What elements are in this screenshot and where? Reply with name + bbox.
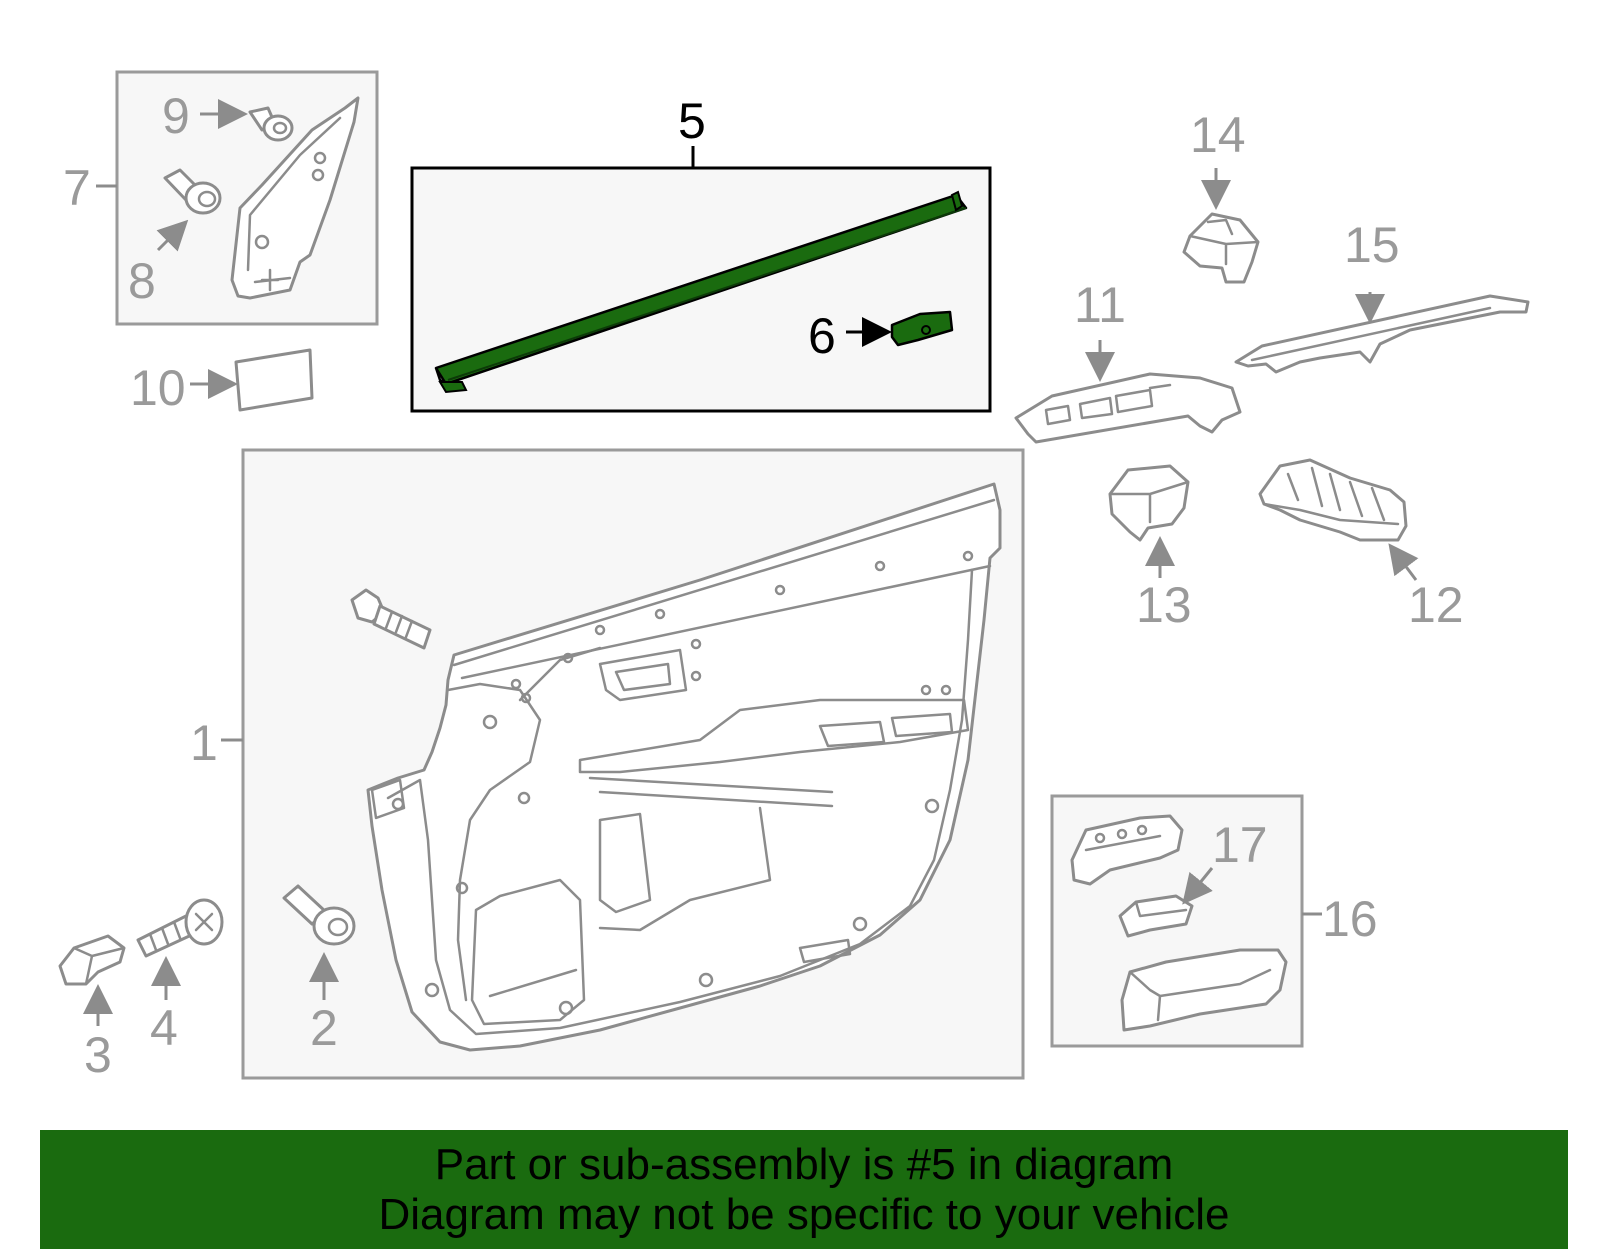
- lamp-17: [1118, 894, 1194, 938]
- clip-9: [248, 106, 294, 142]
- callout-2: 2: [310, 1000, 338, 1056]
- switch-14: [1182, 212, 1260, 284]
- callout-16: 16: [1322, 891, 1378, 947]
- banner-line-1: Part or sub-assembly is #5 in diagram: [434, 1140, 1174, 1189]
- callout-13: 13: [1136, 577, 1192, 633]
- mirror-cover-part: [230, 96, 360, 300]
- callout-12: 12: [1408, 577, 1464, 633]
- callout-4: 4: [150, 1000, 178, 1056]
- callout-11: 11: [1074, 277, 1126, 333]
- callout-7: 7: [63, 160, 91, 216]
- clip-8: [163, 168, 222, 215]
- callout-17: 17: [1212, 817, 1268, 873]
- banner-line-2: Diagram may not be specific to your vehi…: [378, 1190, 1230, 1239]
- switch-bezel-11: [1014, 372, 1242, 444]
- callout-10: 10: [130, 360, 186, 416]
- screw-in-box-1: [350, 588, 432, 650]
- belt-moulding-5: [434, 190, 968, 394]
- armrest-trim-15: [1234, 294, 1530, 374]
- callout-8: 8: [128, 253, 156, 309]
- callout-1: 1: [190, 715, 218, 771]
- callout-15: 15: [1344, 217, 1400, 273]
- door-trim-panel-1: [366, 482, 1002, 1052]
- callout-14: 14: [1190, 107, 1246, 163]
- clip-2: [282, 884, 356, 946]
- clip-6: [890, 310, 954, 347]
- callout-6: 6: [808, 308, 836, 364]
- screw-4: [136, 898, 224, 958]
- parts-diagram: 9 8 7 10 5 6 14 15: [58, 70, 1530, 1083]
- switch-13: [1108, 464, 1190, 542]
- master-switch-12: [1258, 458, 1408, 542]
- handle-in-box-16: [1120, 948, 1288, 1032]
- callout-5: 5: [678, 93, 706, 149]
- callout-9: 9: [162, 88, 190, 144]
- info-banner: Part or sub-assembly is #5 in diagram Di…: [40, 1130, 1568, 1249]
- clip-3: [58, 934, 126, 986]
- pad-10: [234, 348, 314, 412]
- bracket-in-box-16: [1070, 814, 1184, 886]
- callout-3: 3: [84, 1027, 112, 1083]
